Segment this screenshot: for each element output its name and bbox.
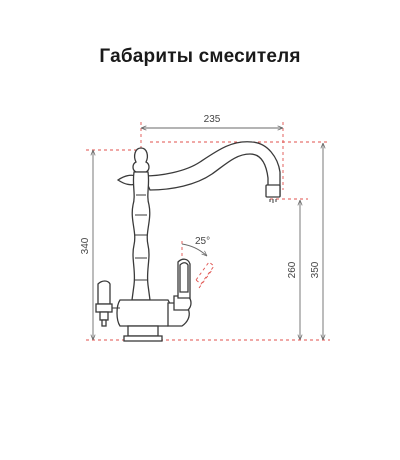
dimension-label-angle: 25° xyxy=(195,236,210,247)
page-title: Габариты смесителя xyxy=(99,46,301,67)
dimension-height-260: 260 xyxy=(270,198,308,340)
dimension-label-350: 350 xyxy=(310,261,321,278)
faucet-outline xyxy=(95,141,281,342)
dimension-height-340: 340 xyxy=(80,149,138,341)
dimension-width-235: 235 xyxy=(140,114,284,190)
dimension-label-260: 260 xyxy=(287,261,298,278)
dimension-angle-25: 25° xyxy=(181,236,210,268)
dimension-label-340: 340 xyxy=(80,237,91,254)
dimension-label-235: 235 xyxy=(204,114,221,125)
